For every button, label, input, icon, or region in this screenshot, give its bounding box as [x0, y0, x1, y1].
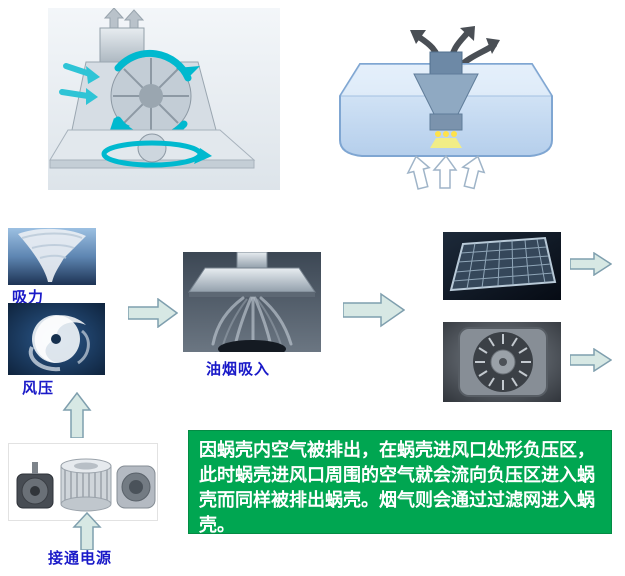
tornado-image: [8, 228, 96, 285]
filter-svg: [443, 232, 561, 300]
hood-airflow-svg: [48, 8, 280, 190]
hood-transparent-svg: [339, 26, 553, 190]
volute-housing: [116, 465, 156, 509]
fan-wheel: [110, 55, 192, 137]
flow-arrow-up-1: [62, 392, 92, 438]
blower-cage: [60, 458, 112, 512]
bottom-swirl-arrow-icon: [101, 133, 212, 168]
hood-transparent-illustration: [330, 22, 562, 190]
power-on-label: 接通电源: [48, 549, 113, 567]
filter-out-arrow: [570, 252, 612, 276]
hood-airflow-illustration: [48, 8, 280, 190]
motor-parts-svg: [9, 444, 157, 520]
inflow-arrows-icon: [59, 63, 100, 105]
blower-image: [443, 322, 561, 402]
suction-label: 吸力: [12, 288, 45, 306]
flow-arrow-right-1: [128, 298, 178, 328]
smoke-intake-label: 油烟吸入: [206, 360, 271, 378]
intake-up-arrows-icon: [406, 154, 486, 190]
hurricane-image: [8, 303, 105, 375]
tornado-svg: [8, 228, 96, 285]
exhaust-up-arrows-icon: [103, 8, 145, 33]
blower-svg: [443, 322, 561, 402]
wind-pressure-label: 风压: [22, 379, 55, 397]
blower-out-arrow: [570, 348, 612, 372]
blower-fins: [475, 334, 531, 390]
smoke-intake-svg: [183, 252, 321, 352]
hurricane-svg: [8, 303, 105, 375]
pot: [218, 340, 286, 352]
hood-canopy: [188, 267, 316, 293]
motor: [16, 462, 54, 509]
mesh-lines: [452, 238, 554, 290]
filter-mesh-panel: [449, 236, 557, 292]
filter-image: [443, 232, 561, 300]
flow-arrow-up-2: [72, 512, 102, 550]
info-box: 因蜗壳内空气被排出，在蜗壳进风口处形负压区，此时蜗壳进风口周围的空气就会流向负压…: [188, 430, 612, 534]
smoke-intake-image: [183, 252, 321, 352]
motor-parts-image: [8, 443, 158, 521]
inner-funnel: [413, 51, 479, 148]
chimney: [236, 252, 268, 269]
flow-arrow-right-2: [343, 292, 405, 328]
